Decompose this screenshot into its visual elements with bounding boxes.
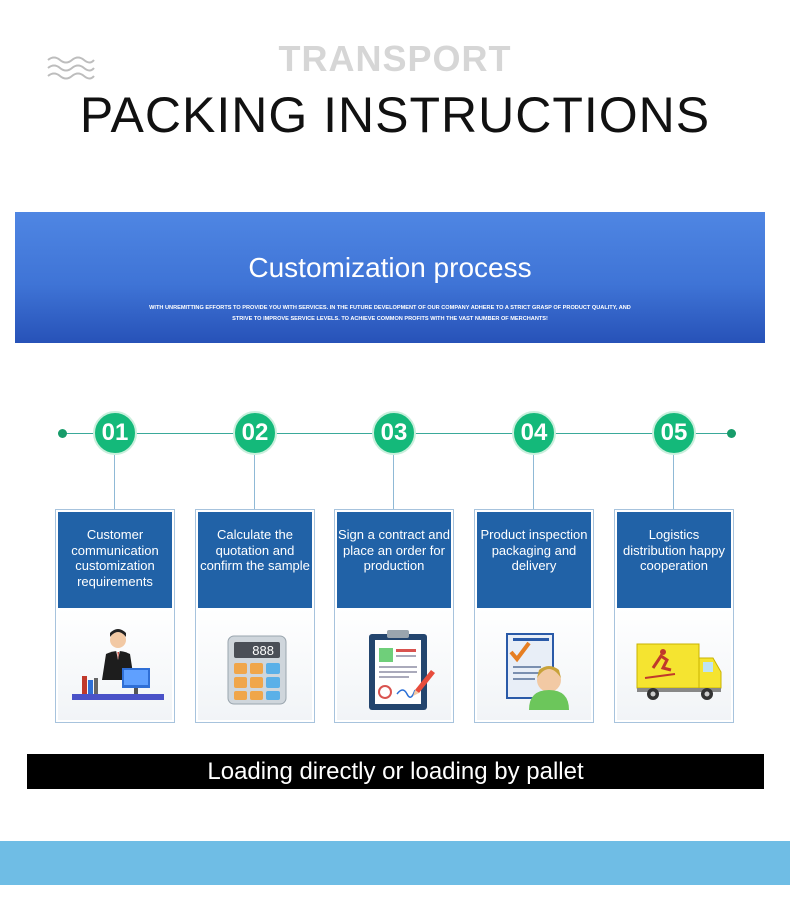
step-art — [617, 608, 731, 720]
step-number-01: 01 — [93, 411, 137, 455]
step-art — [337, 608, 451, 720]
step-card-04: Product inspection packaging and deliver… — [474, 509, 594, 723]
timeline-end-dot — [727, 429, 736, 438]
process-banner: Customization process WITH UNREMITTING E… — [15, 212, 765, 343]
step-art — [477, 608, 591, 720]
step-art — [58, 608, 172, 720]
step-number-02: 02 — [233, 411, 277, 455]
step-connector — [114, 455, 115, 509]
step-label: Calculate the quotation and confirm the … — [198, 512, 312, 608]
bottom-color-band — [0, 841, 790, 885]
wave-icon — [47, 56, 95, 80]
inspection-checklist-icon — [506, 633, 569, 710]
step-connector — [393, 455, 394, 509]
loading-method-bar: Loading directly or loading by pallet — [27, 754, 764, 789]
section-kicker: TRANSPORT — [278, 38, 512, 79]
page-title: PACKING INSTRUCTIONS — [79, 87, 711, 143]
calculator-icon: 888 — [227, 635, 287, 705]
banner-subtitle: WITH UNREMITTING EFFORTS TO PROVIDE YOU … — [135, 303, 645, 325]
step-art: 888 — [198, 608, 312, 720]
step-connector — [533, 455, 534, 509]
step-card-02: Calculate the quotation and confirm the … — [195, 509, 315, 723]
contract-clipboard-icon — [369, 630, 435, 710]
step-number-05: 05 — [652, 411, 696, 455]
step-card-01: Customer communication customization req… — [55, 509, 175, 723]
step-connector — [673, 455, 674, 509]
step-label: Sign a contract and place an order for p… — [337, 512, 451, 608]
banner-subtitle-line-2: STRIVE TO IMPROVE SERVICE LEVELS. TO ACH… — [232, 316, 548, 322]
banner-title: Customization process — [248, 252, 532, 283]
step-label: Product inspection packaging and deliver… — [477, 512, 591, 608]
step-number-03: 03 — [372, 411, 416, 455]
step-number-04: 04 — [512, 411, 556, 455]
calculator-display: 888 — [252, 643, 274, 658]
businessman-at-desk-icon — [72, 629, 164, 700]
delivery-truck-icon — [636, 643, 722, 700]
banner-subtitle-line-1: WITH UNREMITTING EFFORTS TO PROVIDE YOU … — [149, 305, 631, 311]
step-label: Customer communication customization req… — [58, 512, 172, 608]
step-label: Logistics distribution happy cooperation — [617, 512, 731, 608]
step-card-05: Logistics distribution happy cooperation — [614, 509, 734, 723]
step-card-03: Sign a contract and place an order for p… — [334, 509, 454, 723]
step-connector — [254, 455, 255, 509]
timeline-start-dot — [58, 429, 67, 438]
